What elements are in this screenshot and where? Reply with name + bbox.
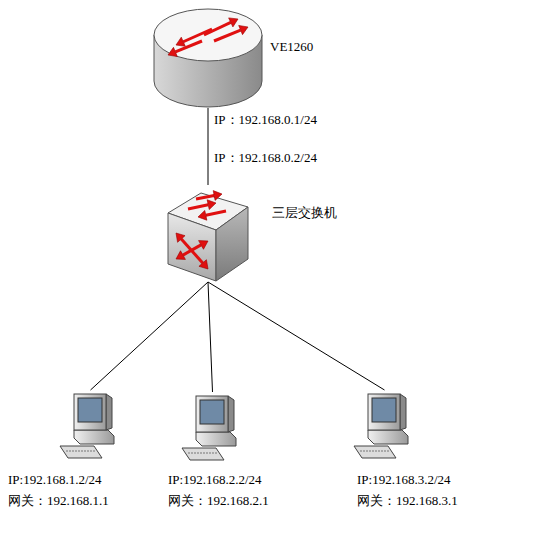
network-link bbox=[208, 282, 213, 392]
arrow-shaft bbox=[196, 196, 214, 199]
router-arrows bbox=[168, 18, 248, 57]
arrow-shaft bbox=[214, 30, 241, 41]
switch-side-face bbox=[216, 207, 248, 281]
interface-address: IP：192.168.0.2/24 bbox=[214, 150, 317, 166]
node-label: 三层交换机 bbox=[272, 205, 337, 221]
monitor-screen bbox=[200, 400, 224, 424]
monitor-screen bbox=[78, 398, 102, 422]
pc-icon bbox=[58, 390, 123, 460]
arrow-head bbox=[176, 251, 185, 260]
arrow-head bbox=[198, 210, 207, 220]
node-label: IP:192.168.1.2/24 bbox=[8, 472, 102, 488]
pc-icon bbox=[180, 392, 245, 462]
network-link bbox=[208, 108, 209, 185]
pc-base-box bbox=[74, 430, 114, 444]
router-node: VE1260 bbox=[152, 5, 264, 108]
pc-icon bbox=[352, 390, 417, 460]
node-label: IP:192.168.3.2/24 bbox=[357, 472, 451, 488]
router-top bbox=[154, 9, 262, 61]
pc-node: IP:192.168.3.2/24网关：192.168.3.1 bbox=[352, 390, 417, 460]
arrow-shaft bbox=[183, 245, 201, 255]
pc-base-box bbox=[196, 432, 236, 446]
node-label: 网关：192.168.2.1 bbox=[168, 493, 269, 509]
arrow-head bbox=[176, 233, 185, 242]
arrow-head bbox=[199, 241, 208, 250]
arrow-head bbox=[176, 37, 185, 46]
keyboard-keys bbox=[188, 453, 218, 454]
keyboard bbox=[182, 448, 224, 460]
interface-address: IP：192.168.0.1/24 bbox=[214, 112, 317, 128]
switch-front-face bbox=[168, 213, 216, 281]
arrow-head bbox=[239, 25, 248, 34]
switch-arrows bbox=[176, 191, 226, 269]
keyboard bbox=[60, 446, 102, 458]
arrow-shaft bbox=[206, 211, 226, 215]
monitor-frame bbox=[196, 396, 228, 432]
arrow-head bbox=[213, 191, 222, 201]
node-label: IP:192.168.2.2/24 bbox=[168, 472, 262, 488]
monitor-side bbox=[400, 394, 406, 430]
arrow-head bbox=[229, 18, 238, 27]
keyboard bbox=[354, 446, 396, 458]
arrow-shaft bbox=[204, 22, 231, 35]
arrow-head bbox=[207, 200, 216, 210]
monitor-side bbox=[106, 394, 112, 430]
monitor-screen bbox=[372, 398, 396, 422]
monitor-frame bbox=[368, 394, 400, 430]
arrow-shaft bbox=[188, 205, 208, 209]
monitor-side bbox=[228, 396, 234, 432]
node-label: VE1260 bbox=[270, 39, 313, 55]
arrow-shaft bbox=[175, 41, 202, 52]
router-icon bbox=[152, 5, 264, 108]
network-link bbox=[91, 282, 209, 390]
pc-node: IP:192.168.1.2/24网关：192.168.1.1 bbox=[58, 390, 123, 460]
keyboard-keys bbox=[360, 451, 390, 452]
switch-icon bbox=[166, 185, 250, 282]
node-label: 网关：192.168.1.1 bbox=[8, 493, 109, 509]
network-link bbox=[208, 282, 385, 390]
keyboard-keys bbox=[66, 451, 96, 452]
arrow-shaft bbox=[183, 29, 212, 42]
pc-node: IP:192.168.2.2/24网关：192.168.2.1 bbox=[180, 392, 245, 462]
monitor-frame bbox=[74, 394, 106, 430]
arrow-head bbox=[199, 260, 208, 269]
switch-node: 三层交换机 bbox=[166, 185, 250, 282]
arrow-head bbox=[168, 47, 177, 56]
node-label: 网关：192.168.3.1 bbox=[357, 493, 458, 509]
pc-base-box bbox=[368, 430, 408, 444]
